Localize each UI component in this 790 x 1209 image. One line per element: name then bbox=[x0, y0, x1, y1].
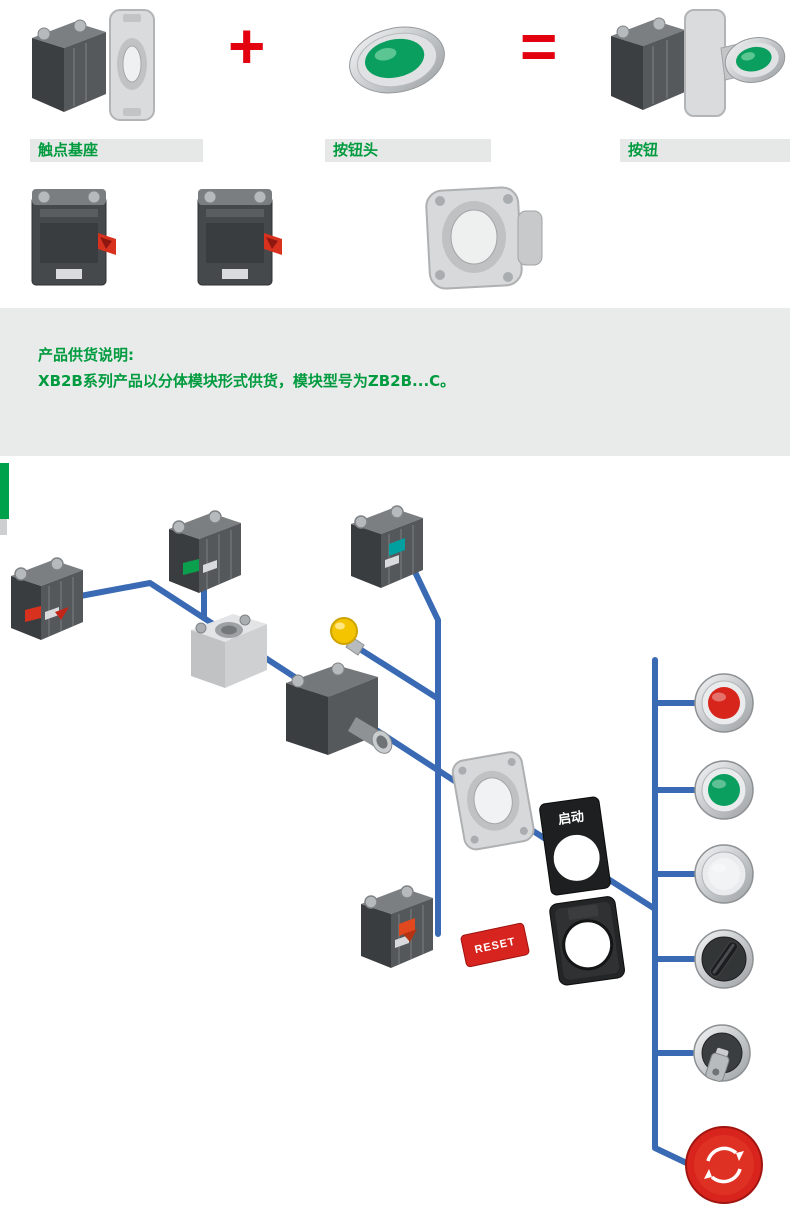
label-button: 按钮 bbox=[620, 139, 790, 162]
assembled-green-cap bbox=[724, 37, 786, 83]
mounting-collar-illustration bbox=[109, 9, 155, 121]
contact-module-1 bbox=[31, 189, 116, 286]
label-button-text: 按钮 bbox=[628, 141, 659, 159]
contact-block-red bbox=[10, 557, 84, 641]
legend-start-label: 启动 bbox=[557, 809, 585, 828]
green-button-head-illustration bbox=[349, 26, 445, 94]
legend-plate-start: 启动 bbox=[539, 796, 611, 896]
equals-sign: = bbox=[520, 10, 558, 82]
assembled-block bbox=[611, 17, 685, 110]
button-head-green bbox=[694, 760, 754, 820]
label-button-head: 按钮头 bbox=[325, 139, 491, 162]
supply-info-box: 产品供货说明: XB2B系列产品以分体模块形式供货，模块型号为ZB2B...C。 bbox=[0, 308, 790, 456]
contact-block-teal bbox=[350, 505, 424, 589]
supply-info-title: 产品供货说明: bbox=[38, 346, 134, 364]
light-module-body bbox=[286, 662, 393, 755]
selector-knob-black bbox=[694, 929, 754, 989]
mounting-collar bbox=[451, 751, 535, 851]
assembled-button-image bbox=[611, 9, 786, 117]
button-head-image bbox=[349, 26, 445, 94]
plus-sign: + bbox=[228, 10, 266, 82]
label-contact-base: 触点基座 bbox=[30, 139, 203, 162]
contact-block-illustration bbox=[32, 19, 106, 112]
led-bulb bbox=[330, 617, 365, 656]
reset-plate: RESET bbox=[460, 922, 530, 968]
supply-info-body: XB2B系列产品以分体模块形式供货，模块型号为ZB2B...C。 bbox=[38, 372, 456, 390]
label-button-head-text: 按钮头 bbox=[333, 141, 379, 159]
legend-frame bbox=[549, 896, 625, 986]
button-head-red bbox=[694, 673, 754, 733]
contact-block-orange bbox=[360, 885, 434, 969]
lamp-holder bbox=[191, 614, 267, 688]
assembly-diagram: 启动 RESET bbox=[0, 463, 763, 1204]
page-edge-tab-shadow bbox=[0, 519, 7, 535]
modules-row-image bbox=[31, 186, 543, 290]
label-contact-base-text: 触点基座 bbox=[38, 141, 99, 159]
mounting-collar-photo bbox=[425, 186, 543, 290]
page-edge-tab bbox=[0, 463, 9, 519]
contact-block-green bbox=[168, 510, 242, 594]
mushroom-button-red bbox=[685, 1126, 763, 1204]
button-head-white bbox=[694, 844, 754, 904]
contact-base-image bbox=[32, 9, 155, 121]
key-selector bbox=[693, 1024, 751, 1082]
contact-module-2 bbox=[197, 189, 282, 286]
